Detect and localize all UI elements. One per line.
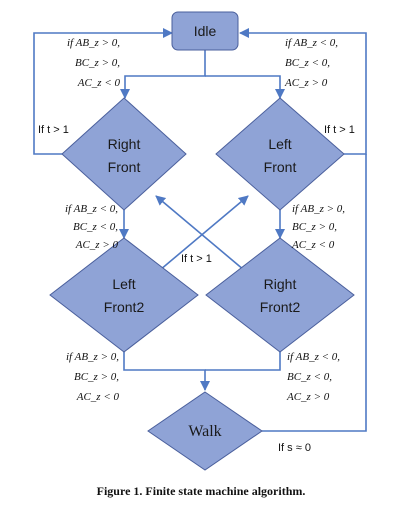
cross-timeout-label: If t > 1 bbox=[181, 253, 212, 265]
right-front2-state bbox=[205, 237, 355, 353]
svg-text:if AB_z > 0,: if AB_z > 0, bbox=[66, 351, 119, 363]
svg-text:if AB_z > 0,: if AB_z > 0, bbox=[292, 203, 345, 215]
svg-text:if AB_z < 0,: if AB_z < 0, bbox=[65, 203, 118, 215]
lf-timeout-label: If t > 1 bbox=[324, 124, 355, 136]
walk-label: Walk bbox=[188, 423, 221, 440]
edge-rf-timeout bbox=[33, 28, 173, 155]
svg-text:AC_z < 0: AC_z < 0 bbox=[291, 239, 335, 251]
edge-walk-stop bbox=[262, 154, 367, 432]
cond-idle-to-rf: if AB_z > 0, BC_z > 0, AC_z < 0 bbox=[67, 37, 121, 89]
svg-text:BC_z < 0,: BC_z < 0, bbox=[73, 221, 118, 233]
right-front2-label: Right bbox=[264, 276, 297, 292]
figure-caption: Figure 1. Finite state machine algorithm… bbox=[96, 484, 306, 498]
idle-state bbox=[171, 11, 239, 51]
edge-rf2-to-walk bbox=[205, 352, 281, 371]
walk-state bbox=[147, 391, 263, 471]
cond-rf2-to-walk: if AB_z < 0, BC_z < 0, AC_z > 0 bbox=[286, 351, 340, 403]
left-front-label: Front bbox=[264, 159, 297, 175]
svg-text:AC_z > 0: AC_z > 0 bbox=[284, 77, 328, 89]
svg-text:if AB_z < 0,: if AB_z < 0, bbox=[285, 37, 338, 49]
walk-stop-label: If s ≈ 0 bbox=[278, 442, 311, 454]
edge-idle-split bbox=[120, 50, 206, 99]
left-front-state bbox=[215, 97, 345, 211]
left-front2-label: Left bbox=[112, 276, 135, 292]
left-front2-state bbox=[49, 237, 199, 353]
right-front-label: Front bbox=[108, 159, 141, 175]
cond-lf-to-rf2: if AB_z > 0, BC_z > 0, AC_z < 0 bbox=[291, 203, 345, 251]
svg-text:BC_z > 0,: BC_z > 0, bbox=[292, 221, 337, 233]
svg-text:BC_z > 0,: BC_z > 0, bbox=[74, 371, 119, 383]
svg-text:AC_z < 0: AC_z < 0 bbox=[76, 391, 120, 403]
svg-text:BC_z < 0,: BC_z < 0, bbox=[287, 371, 332, 383]
svg-text:AC_z > 0: AC_z > 0 bbox=[286, 391, 330, 403]
right-front2-label: Front2 bbox=[260, 299, 301, 315]
left-front-label: Left bbox=[268, 136, 291, 152]
state-machine-diagram: Idle Right Front Left Front Left Front2 … bbox=[33, 11, 367, 471]
svg-text:AC_z > 0: AC_z > 0 bbox=[75, 239, 119, 251]
edge-lf-timeout bbox=[239, 28, 367, 155]
svg-text:BC_z < 0,: BC_z < 0, bbox=[285, 57, 330, 69]
edge-idle-to-left-front bbox=[205, 75, 285, 99]
right-front-state bbox=[61, 97, 187, 211]
edge-rf2-to-rf bbox=[155, 195, 245, 271]
edge-lf2-to-walk bbox=[123, 352, 210, 391]
cond-lf2-to-walk: if AB_z > 0, BC_z > 0, AC_z < 0 bbox=[66, 351, 120, 403]
svg-text:if AB_z > 0,: if AB_z > 0, bbox=[67, 37, 120, 49]
cond-idle-to-lf: if AB_z < 0, BC_z < 0, AC_z > 0 bbox=[284, 37, 338, 89]
cond-rf-to-lf2: if AB_z < 0, BC_z < 0, AC_z > 0 bbox=[65, 203, 119, 251]
edge-lf2-to-lf bbox=[159, 195, 249, 271]
right-front-label: Right bbox=[108, 136, 141, 152]
svg-text:BC_z > 0,: BC_z > 0, bbox=[75, 57, 120, 69]
idle-label: Idle bbox=[194, 23, 217, 39]
svg-text:AC_z < 0: AC_z < 0 bbox=[77, 77, 121, 89]
left-front2-label: Front2 bbox=[104, 299, 145, 315]
svg-text:if AB_z < 0,: if AB_z < 0, bbox=[287, 351, 340, 363]
rf-timeout-label: If t > 1 bbox=[38, 124, 69, 136]
